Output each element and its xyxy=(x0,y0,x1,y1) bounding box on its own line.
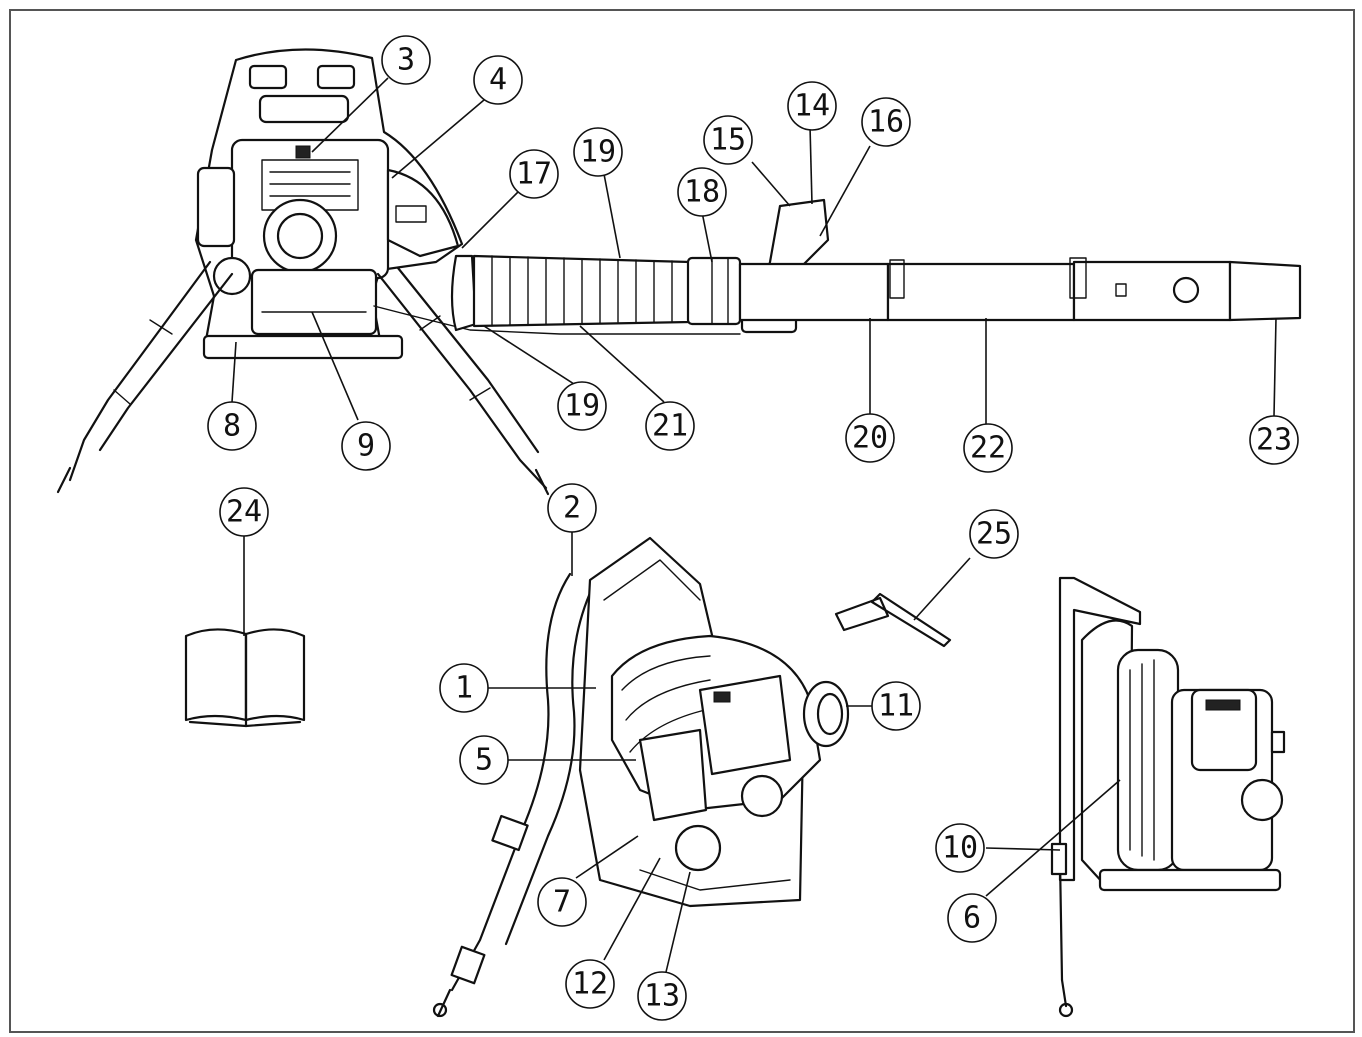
callout-25: 25 xyxy=(969,509,1019,559)
callout-22: 22 xyxy=(963,423,1013,473)
callout-6: 6 xyxy=(947,893,997,943)
svg-text:15: 15 xyxy=(710,123,746,158)
blower-rear-view-illustration xyxy=(56,48,1302,496)
svg-text:20: 20 xyxy=(852,421,888,456)
svg-text:19: 19 xyxy=(564,389,600,424)
callout-11: 11 xyxy=(871,681,921,731)
svg-text:8: 8 xyxy=(223,409,241,444)
svg-text:22: 22 xyxy=(970,431,1006,466)
callout-23: 23 xyxy=(1249,415,1299,465)
callout-19-upper: 19 xyxy=(573,127,623,177)
operators-manual-icon xyxy=(184,628,306,728)
blower-front-view-illustration xyxy=(432,536,850,1018)
svg-text:19: 19 xyxy=(580,135,616,170)
svg-text:5: 5 xyxy=(475,743,493,778)
callout-7: 7 xyxy=(537,877,587,927)
leader-lines xyxy=(231,77,1277,973)
callout-20: 20 xyxy=(845,413,895,463)
svg-text:14: 14 xyxy=(794,89,830,124)
diagram-frame xyxy=(9,9,1355,1033)
combination-wrench-icon xyxy=(834,592,952,648)
callout-18: 18 xyxy=(677,167,727,217)
svg-text:7: 7 xyxy=(553,885,571,920)
callout-2: 2 xyxy=(547,483,597,533)
svg-text:21: 21 xyxy=(652,409,688,444)
callout-19-lower: 19 xyxy=(557,381,607,431)
callout-21: 21 xyxy=(645,401,695,451)
svg-text:23: 23 xyxy=(1256,423,1292,458)
svg-text:4: 4 xyxy=(489,63,507,98)
callout-10: 10 xyxy=(935,823,985,873)
callout-4: 4 xyxy=(473,55,523,105)
callout-24: 24 xyxy=(219,487,269,537)
svg-text:2: 2 xyxy=(563,491,581,526)
callout-8: 8 xyxy=(207,401,257,451)
svg-text:12: 12 xyxy=(572,967,608,1002)
svg-text:17: 17 xyxy=(516,157,552,192)
blower-side-view-illustration xyxy=(1050,576,1286,1018)
callout-13: 13 xyxy=(637,971,687,1021)
callout-5: 5 xyxy=(459,735,509,785)
svg-text:24: 24 xyxy=(226,495,262,530)
callout-14: 14 xyxy=(787,81,837,131)
callout-9: 9 xyxy=(341,421,391,471)
svg-text:10: 10 xyxy=(942,831,978,866)
callout-3: 3 xyxy=(381,35,431,85)
callout-17: 17 xyxy=(509,149,559,199)
svg-text:13: 13 xyxy=(644,979,680,1014)
svg-text:6: 6 xyxy=(963,901,981,936)
svg-text:3: 3 xyxy=(397,43,415,78)
svg-text:18: 18 xyxy=(684,175,720,210)
svg-text:16: 16 xyxy=(868,105,904,140)
callout-12: 12 xyxy=(565,959,615,1009)
svg-text:1: 1 xyxy=(455,671,473,706)
callout-15: 15 xyxy=(703,115,753,165)
callout-16: 16 xyxy=(861,97,911,147)
svg-text:25: 25 xyxy=(976,517,1012,552)
callout-1: 1 xyxy=(439,663,489,713)
svg-text:9: 9 xyxy=(357,429,375,464)
svg-text:11: 11 xyxy=(878,689,914,724)
